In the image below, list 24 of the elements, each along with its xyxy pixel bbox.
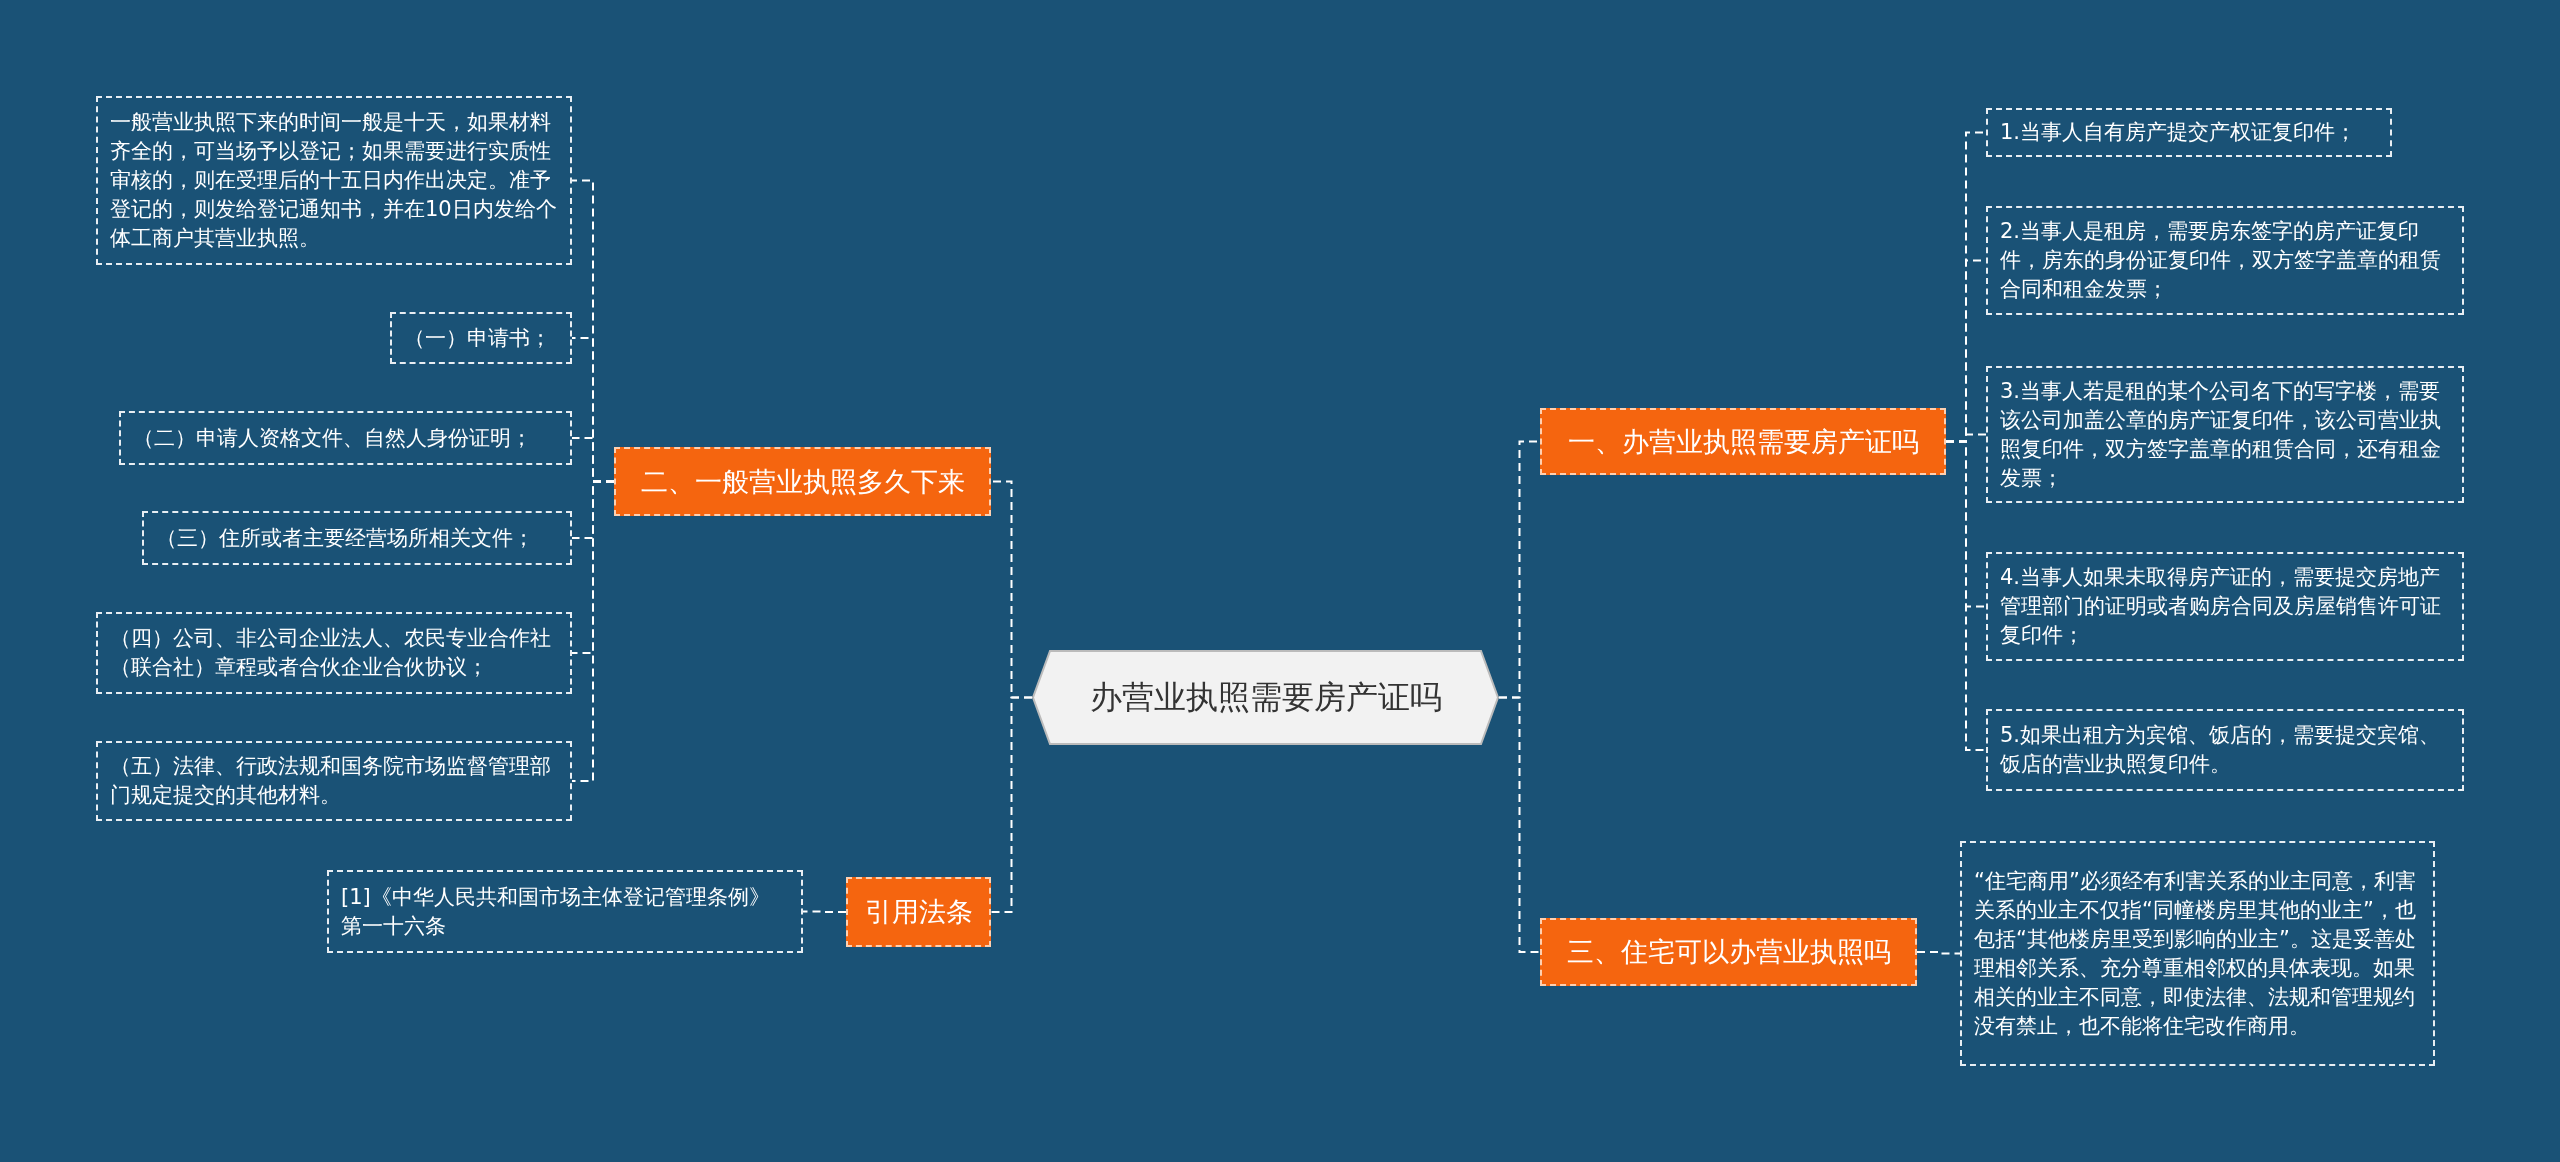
connector bbox=[571, 480, 615, 782]
note-box: 5.如果出租方为宾馆、饭店的，需要提交宾馆、饭店的营业执照复印件。 bbox=[1986, 709, 2464, 791]
connector bbox=[990, 696, 1033, 913]
note-box: [1]《中华人民共和国市场主体登记管理条例》第一十六条 bbox=[327, 870, 803, 953]
note-box: （四）公司、非公司企业法人、农民专业合作社（联合社）章程或者合伙企业合伙协议； bbox=[96, 612, 572, 694]
note-box: 一般营业执照下来的时间一般是十天，如果材料齐全的，可当场予以登记；如果需要进行实质性审核的，则在受理后的十五日内作出决定。准予登记的，则发给登记通知书，并在10日内发给个体工商户其营业执照。 bbox=[96, 96, 572, 265]
note-box: 1.当事人自有房产提交产权证复印件； bbox=[1986, 108, 2392, 157]
connector bbox=[1945, 440, 1987, 751]
connector bbox=[1498, 696, 1541, 953]
note-box: 4.当事人如果未取得房产证的，需要提交房地产管理部门的证明或者购房合同及房屋销售许可证复印件； bbox=[1986, 552, 2464, 661]
note-box: 2.当事人是租房，需要房东签字的房产证复印件，房东的身份证复印件，双方签字盖章的租赁合同和租金发票； bbox=[1986, 206, 2464, 315]
note-box: （一）申请书； bbox=[390, 312, 572, 364]
note-box: “住宅商用”必须经有利害关系的业主同意，利害关系的业主不仅指“同幢楼房里其他的业主”，也包括“其他楼房里受到影响的业主”。这是妥善处理相邻关系、充分尊重相邻权的具体表现。如果相关的业主不同意，即使法律、法规和管理规约没有禁止，也不能将住宅改作商用。 bbox=[1960, 841, 2435, 1066]
branch-topic: 三、住宅可以办营业执照吗 bbox=[1540, 918, 1917, 986]
note-box: （二）申请人资格文件、自然人身份证明； bbox=[119, 411, 572, 465]
branch-topic: 一、办营业执照需要房产证吗 bbox=[1540, 408, 1946, 475]
central-topic: 办营业执照需要房产证吗 bbox=[1032, 650, 1499, 745]
connector bbox=[1916, 951, 1961, 955]
connector bbox=[802, 910, 847, 913]
note-box: （五）法律、行政法规和国务院市场监督管理部门规定提交的其他材料。 bbox=[96, 741, 572, 821]
branch-topic: 二、一般营业执照多久下来 bbox=[614, 447, 991, 516]
branch-topic: 引用法条 bbox=[846, 877, 991, 947]
note-box: （三）住所或者主要经营场所相关文件； bbox=[142, 511, 572, 565]
note-box: 3.当事人若是租的某个公司名下的写字楼，需要该公司加盖公章的房产证复印件，该公司营业执照复印件，双方签字盖章的租赁合同，还有租金发票； bbox=[1986, 366, 2464, 503]
